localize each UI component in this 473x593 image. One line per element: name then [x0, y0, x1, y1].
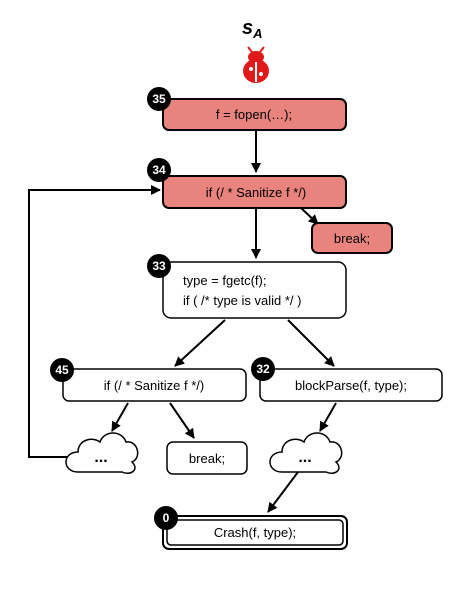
node-0-badge [154, 506, 178, 530]
edge-45-break [169, 402, 195, 439]
node-32-code: blockParse(f, type); [295, 378, 407, 393]
node-35-code: f = fopen(…); [216, 107, 292, 122]
bug-icon [243, 46, 269, 83]
cloud-right-text: ... [298, 449, 311, 466]
edge-34-break [299, 206, 319, 225]
cloud-left-text: ... [94, 449, 107, 466]
svg-text:45: 45 [55, 363, 69, 377]
svg-text:0: 0 [163, 511, 170, 525]
node-32-badge [251, 357, 275, 381]
cloud-left: ... [65, 432, 139, 474]
node-0: Crash(f, type); 0 [154, 506, 348, 550]
svg-text:33: 33 [152, 259, 166, 273]
svg-text:34: 34 [152, 163, 166, 177]
svg-text:35: 35 [152, 92, 166, 106]
edge-45-cloud [111, 402, 129, 432]
node-33-badge [147, 254, 171, 278]
node-0-code: Crash(f, type); [214, 525, 296, 540]
cloud-right: ... [269, 432, 343, 474]
diagram-title: sA [242, 17, 263, 41]
break-bottom: break; [166, 441, 248, 475]
node-32: blockParse(f, type); 32 [251, 357, 443, 402]
node-35: f = fopen(…); 35 [147, 87, 347, 131]
edge-cloud-0 [267, 471, 299, 513]
node-45-code: if (/ * Sanitize f */) [104, 378, 204, 393]
node-33: type = fgetc(f); if ( /* type is valid *… [147, 254, 347, 319]
edge-33-32 [287, 319, 335, 367]
node-45-badge [50, 358, 74, 382]
node-35-badge [147, 87, 171, 111]
break-bottom-code: break; [189, 451, 225, 466]
break-top-code: break; [334, 231, 370, 246]
edge-33-45 [174, 319, 226, 367]
node-34: if (/ * Sanitize f */) 34 [147, 158, 347, 209]
node-45: if (/ * Sanitize f */) 45 [50, 358, 247, 402]
edges [28, 131, 337, 513]
node-33-line2: if ( /* type is valid */ ) [183, 293, 301, 308]
node-33-line1: type = fgetc(f); [183, 273, 266, 288]
break-top: break; [311, 222, 393, 254]
edge-32-cloud [319, 402, 337, 432]
svg-text:32: 32 [256, 362, 270, 376]
node-34-badge [147, 158, 171, 182]
edge-loop-back [28, 185, 161, 458]
node-34-code: if (/ * Sanitize f */) [206, 185, 306, 200]
